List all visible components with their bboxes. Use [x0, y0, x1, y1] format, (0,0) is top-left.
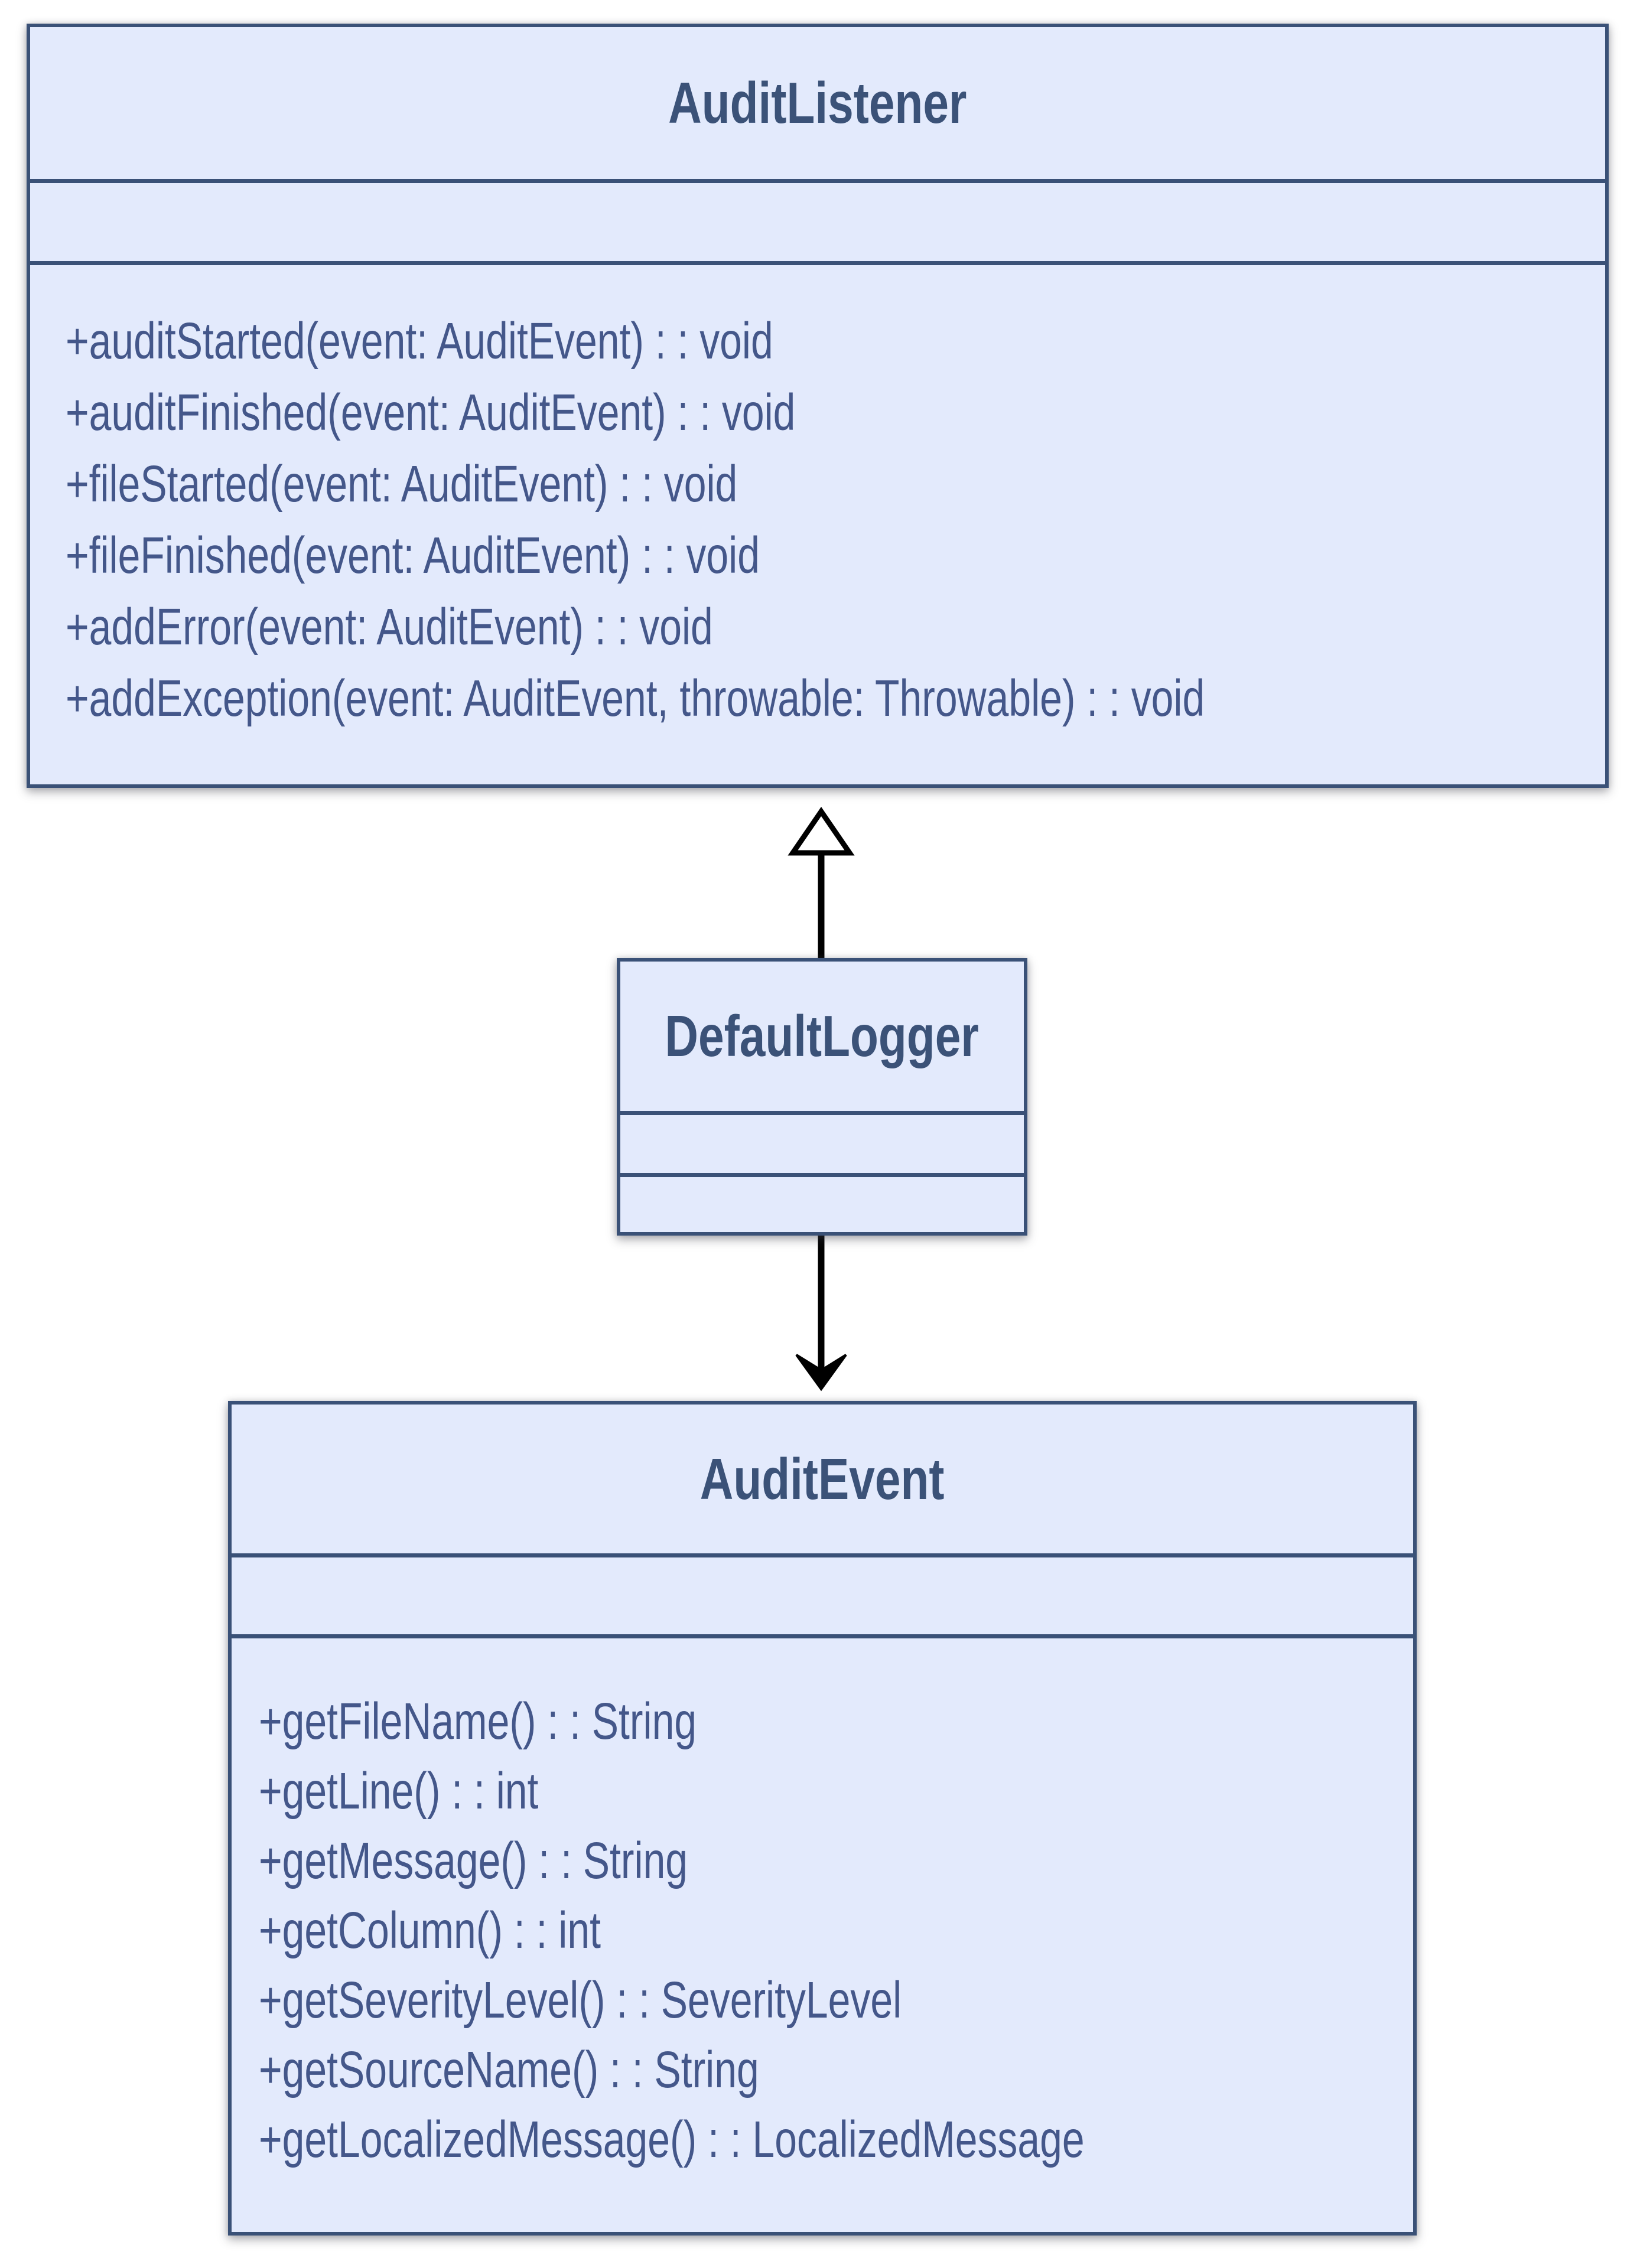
- association-arrow: [795, 1236, 847, 1392]
- method-item: +getLocalizedMessage() : : LocalizedMess…: [259, 2111, 1085, 2168]
- class-title: DefaultLogger: [665, 1003, 980, 1068]
- class-title: AuditEvent: [700, 1446, 945, 1511]
- method-item: +auditStarted(event: AuditEvent) : : voi…: [66, 312, 773, 370]
- class-box-defaultlogger: DefaultLogger: [617, 958, 1027, 1236]
- methods-compartment: +getFileName() : : String +getLine() : :…: [232, 1634, 1413, 2232]
- hollow-triangle-arrowhead-icon: [788, 807, 855, 856]
- vee-arrowhead-icon: [795, 1354, 847, 1392]
- method-item: +getSourceName() : : String: [259, 2041, 759, 2098]
- attributes-compartment: [30, 179, 1605, 261]
- generalization-arrow: [788, 807, 855, 959]
- class-title-compartment: AuditEvent: [232, 1405, 1413, 1553]
- attributes-compartment: [620, 1111, 1024, 1173]
- method-item: +getFileName() : : String: [259, 1693, 697, 1750]
- method-item: +addException(event: AuditEvent, throwab…: [66, 670, 1205, 727]
- class-box-auditlistener: AuditListener +auditStarted(event: Audit…: [27, 24, 1609, 788]
- attributes-compartment: [232, 1553, 1413, 1634]
- method-item: +getLine() : : int: [259, 1762, 539, 1820]
- method-item: +getColumn() : : int: [259, 1902, 601, 1959]
- class-box-auditevent: AuditEvent +getFileName() : : String +ge…: [228, 1401, 1417, 2236]
- method-item: +addError(event: AuditEvent) : : void: [66, 598, 713, 656]
- class-title: AuditListener: [668, 70, 967, 135]
- method-item: +fileStarted(event: AuditEvent) : : void: [66, 455, 738, 513]
- method-item: +fileFinished(event: AuditEvent) : : voi…: [66, 527, 760, 584]
- method-item: +auditFinished(event: AuditEvent) : : vo…: [66, 384, 796, 441]
- class-title-compartment: AuditListener: [30, 27, 1605, 179]
- method-item: +getMessage() : : String: [259, 1832, 688, 1889]
- method-item: +getSeverityLevel() : : SeverityLevel: [259, 1972, 902, 2029]
- methods-compartment: [620, 1173, 1024, 1232]
- class-title-compartment: DefaultLogger: [620, 962, 1024, 1111]
- methods-compartment: +auditStarted(event: AuditEvent) : : voi…: [30, 261, 1605, 784]
